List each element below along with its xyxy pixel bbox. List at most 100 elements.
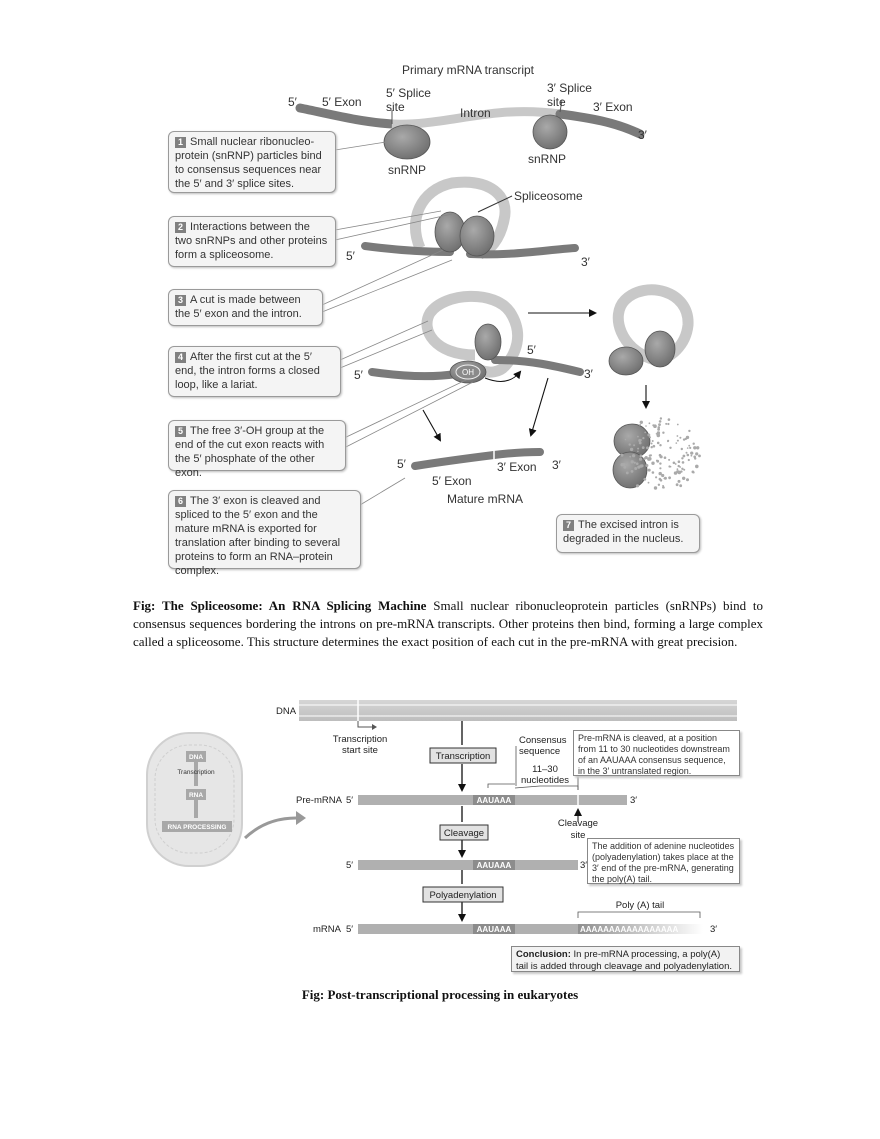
spliceosome-blob-b	[459, 215, 495, 257]
label-dna: DNA	[276, 706, 297, 717]
label-intron: Intron	[460, 106, 491, 120]
label-3prime-top: 3′	[638, 128, 648, 142]
degraded-fragment-dot	[639, 454, 643, 458]
degraded-fragment-dot	[657, 426, 661, 429]
degraded-fragment-dot	[625, 471, 629, 475]
label-5prime-step4: 5′	[354, 368, 364, 382]
label-5prime-mature: 5′	[397, 457, 407, 471]
degraded-fragment-dot	[640, 439, 642, 441]
degraded-fragment-dot	[685, 435, 690, 440]
label-5exon-top: 5′ Exon	[322, 95, 362, 109]
degraded-fragment-dot	[665, 422, 668, 425]
degraded-fragment-dot	[675, 483, 679, 487]
degraded-fragment-dot	[679, 436, 682, 439]
degraded-fragment-dot	[668, 465, 671, 468]
excised-lariat	[612, 284, 694, 366]
degraded-fragment-dot	[682, 454, 686, 458]
label-consensus-line2: sequence	[519, 746, 560, 757]
step-1-text: Small nuclear ribonucleo-protein (snRNP)…	[175, 136, 322, 190]
label-3prime-3: 3′	[710, 924, 717, 935]
label-3exon-top: 3′ Exon	[593, 100, 633, 114]
cleaved-strand	[358, 860, 578, 870]
degraded-fragment-dot	[651, 471, 655, 474]
degraded-fragment-dot	[683, 468, 686, 471]
degraded-fragment-dot	[690, 454, 693, 457]
degraded-fragment-dot	[669, 446, 672, 449]
degraded-fragment-dot	[647, 433, 651, 437]
degraded-fragment-dot	[635, 484, 640, 488]
transcription-box	[429, 747, 497, 764]
excised-blob-a	[608, 346, 644, 376]
premrna-strand	[358, 795, 627, 805]
primary-transcript-title: Primary mRNA transcript	[402, 63, 535, 77]
degraded-fragment-dot	[692, 471, 695, 474]
degraded-fragment-dot	[659, 444, 662, 447]
nucleus-transcription: Transcription	[177, 769, 215, 776]
degraded-fragment-dot	[681, 457, 684, 460]
degraded-fragment-dot	[663, 456, 667, 460]
figure1-caption-text: Small nuclear ribonucleoprotein particle…	[133, 598, 764, 649]
degraded-fragment-dot	[645, 425, 647, 427]
degraded-fragment-dot	[688, 429, 691, 433]
label-3splice-line2: site	[547, 95, 566, 109]
degraded-fragment-dot	[653, 424, 657, 429]
exon5-strand-step4	[368, 368, 460, 381]
transcription-box-label: Transcription	[436, 751, 491, 762]
degraded-fragment-dot	[648, 422, 651, 425]
step-4-number: 4	[175, 352, 186, 363]
degraded-fragment-dot	[637, 447, 640, 450]
label-5prime-lariat: 5′	[527, 343, 537, 357]
degraded-fragment-dot	[658, 471, 662, 476]
degraded-fragment-dot	[653, 486, 658, 490]
degraded-fragment-dot	[639, 424, 642, 426]
label-nucleotides-line1: 11–30	[532, 764, 558, 775]
degraded-fragment-dot	[676, 468, 679, 471]
nucleus-dna: DNA	[189, 754, 203, 761]
label-3prime-1: 3′	[630, 795, 637, 806]
nucleus-icon	[146, 732, 243, 867]
degraded-fragment-dot	[658, 423, 661, 426]
label-3prime-step4: 3′	[584, 367, 594, 381]
polyadenylation-box	[422, 886, 504, 903]
degraded-fragment-dot	[658, 477, 662, 481]
conclusion-box: Conclusion: In pre-mRNA processing, a po…	[511, 946, 740, 972]
degraded-fragment-dot	[695, 464, 699, 469]
step-3-number: 3	[175, 295, 186, 306]
degraded-fragment-dot	[647, 481, 650, 484]
degraded-fragment-dot	[655, 476, 658, 479]
degraded-fragment-dot	[667, 418, 671, 421]
degraded-fragment-dot	[689, 446, 692, 449]
degraded-fragment-dot	[693, 446, 697, 450]
degraded-fragment-dot	[659, 417, 663, 420]
exon5-strand-top	[295, 103, 397, 129]
degraded-fragment-dot	[680, 470, 683, 473]
figure1-caption: Fig: The Spliceosome: An RNA Splicing Ma…	[133, 597, 763, 651]
degraded-fragment-dot	[663, 477, 665, 480]
step-5-text: The free 3′-OH group at the end of the c…	[175, 425, 325, 479]
label-5prime-step2: 5′	[346, 249, 356, 263]
degraded-fragment-dot	[620, 453, 624, 457]
step-6-number: 6	[175, 496, 186, 507]
degraded-fragment-dot	[676, 439, 679, 442]
mature-mrna-exon5	[411, 451, 498, 470]
degraded-fragment-dot	[633, 461, 636, 464]
degraded-fragment-dot	[668, 476, 671, 480]
degraded-fragment-dot	[676, 423, 679, 426]
degraded-fragment-dot	[650, 442, 653, 445]
degraded-fragment-dot	[649, 436, 651, 439]
conclusion-text: In pre-mRNA processing, a poly(A) tail i…	[516, 949, 733, 972]
degraded-fragment-dot	[635, 462, 639, 466]
excised-blob-b	[644, 330, 676, 368]
degraded-fragment-dot	[623, 462, 625, 465]
degraded-fragment-dot	[662, 431, 665, 434]
aauaaa-2: AAUAAA	[477, 861, 512, 870]
label-3prime-mature: 3′	[552, 458, 562, 472]
label-5prime-1: 5′	[346, 795, 353, 806]
degraded-fragment-dot	[650, 446, 653, 449]
mature-mrna-exon3	[490, 448, 544, 459]
degraded-fragment-dot	[676, 435, 679, 437]
label-mature-mrna: Mature mRNA	[447, 492, 523, 506]
degraded-fragment-dot	[638, 457, 643, 461]
